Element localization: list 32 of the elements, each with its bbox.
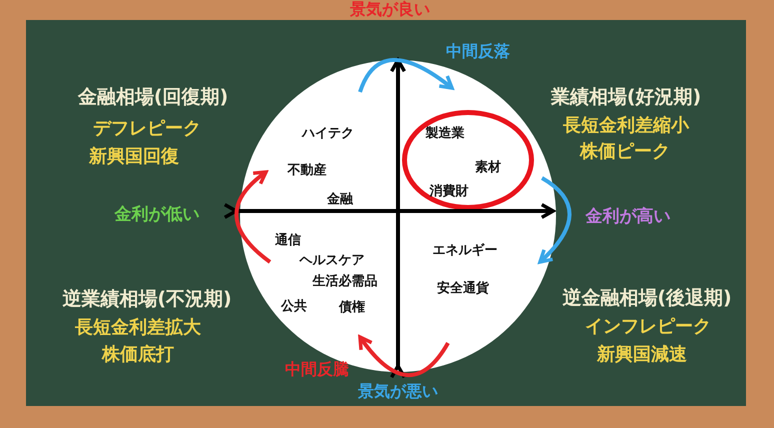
sector-label: エネルギー — [432, 242, 498, 259]
phase-label: 金利が低い — [114, 204, 200, 226]
sector-label: 金融 — [327, 191, 353, 208]
phase-label: 株価ピーク — [580, 140, 670, 163]
phase-label: デフレピーク — [93, 117, 201, 140]
phase-label: 逆業績相場(不況期) — [62, 287, 232, 312]
sector-label: 通信 — [275, 232, 301, 249]
sector-label: 消費財 — [430, 183, 468, 200]
phase-label: 金融相場(回復期) — [78, 85, 228, 110]
phase-label: 長短金利差縮小 — [563, 114, 689, 137]
phase-label: 株価底打 — [102, 343, 174, 366]
sector-label: 製造業 — [426, 125, 464, 142]
phase-label: 景気が良い — [350, 0, 430, 20]
sector-label: 債権 — [339, 299, 365, 316]
phase-label: 中間反落 — [446, 42, 510, 62]
phase-label: 中間反騰 — [285, 360, 349, 380]
phase-label: 業績相場(好況期) — [550, 85, 702, 110]
phase-label: 新興国減速 — [597, 343, 687, 366]
phase-label: 景気が悪い — [358, 382, 438, 402]
sector-label: ハイテク — [302, 125, 354, 142]
phase-label: インフレピーク — [585, 315, 711, 338]
sector-label: ヘルスケア — [300, 252, 364, 269]
phase-label: 逆金融相場(後退期) — [562, 286, 732, 311]
phase-label: 新興国回復 — [89, 145, 179, 168]
highlight-oval — [402, 110, 534, 210]
phase-label: 長短金利差拡大 — [75, 316, 201, 339]
sector-label: 安全通貨 — [437, 280, 489, 297]
sector-label: 素材 — [475, 158, 501, 176]
sector-label: 生活必需品 — [312, 272, 378, 290]
phase-label: 金利が高い — [586, 206, 670, 228]
sector-label: 不動産 — [288, 162, 326, 179]
sector-label: 公共 — [281, 298, 307, 315]
